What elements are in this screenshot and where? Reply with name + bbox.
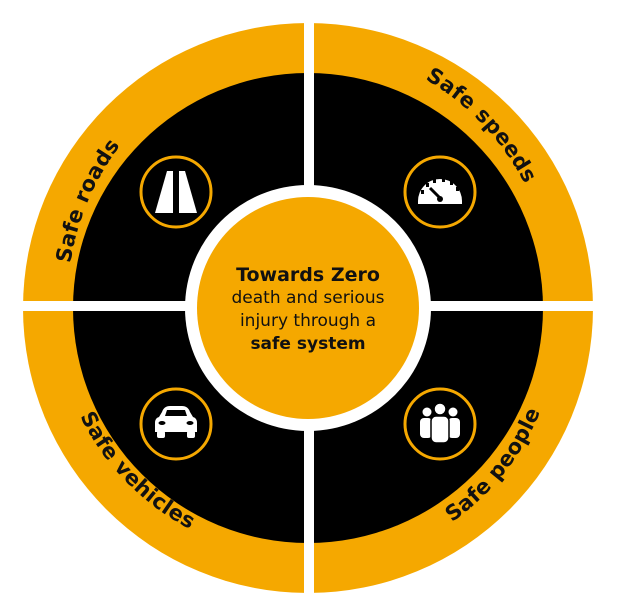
speedometer-icon — [403, 155, 477, 229]
people-icon — [403, 387, 477, 461]
center-line-2: injury through a — [239, 310, 377, 331]
center-line-1: death and serious — [231, 287, 385, 308]
car-icon — [139, 387, 213, 461]
center-disc — [197, 197, 419, 419]
center-emphasis: safe system — [250, 333, 366, 354]
center-message: Towards Zero death and serious injury th… — [197, 197, 419, 419]
center-title: Towards Zero — [236, 263, 380, 286]
road-icon — [139, 155, 213, 229]
